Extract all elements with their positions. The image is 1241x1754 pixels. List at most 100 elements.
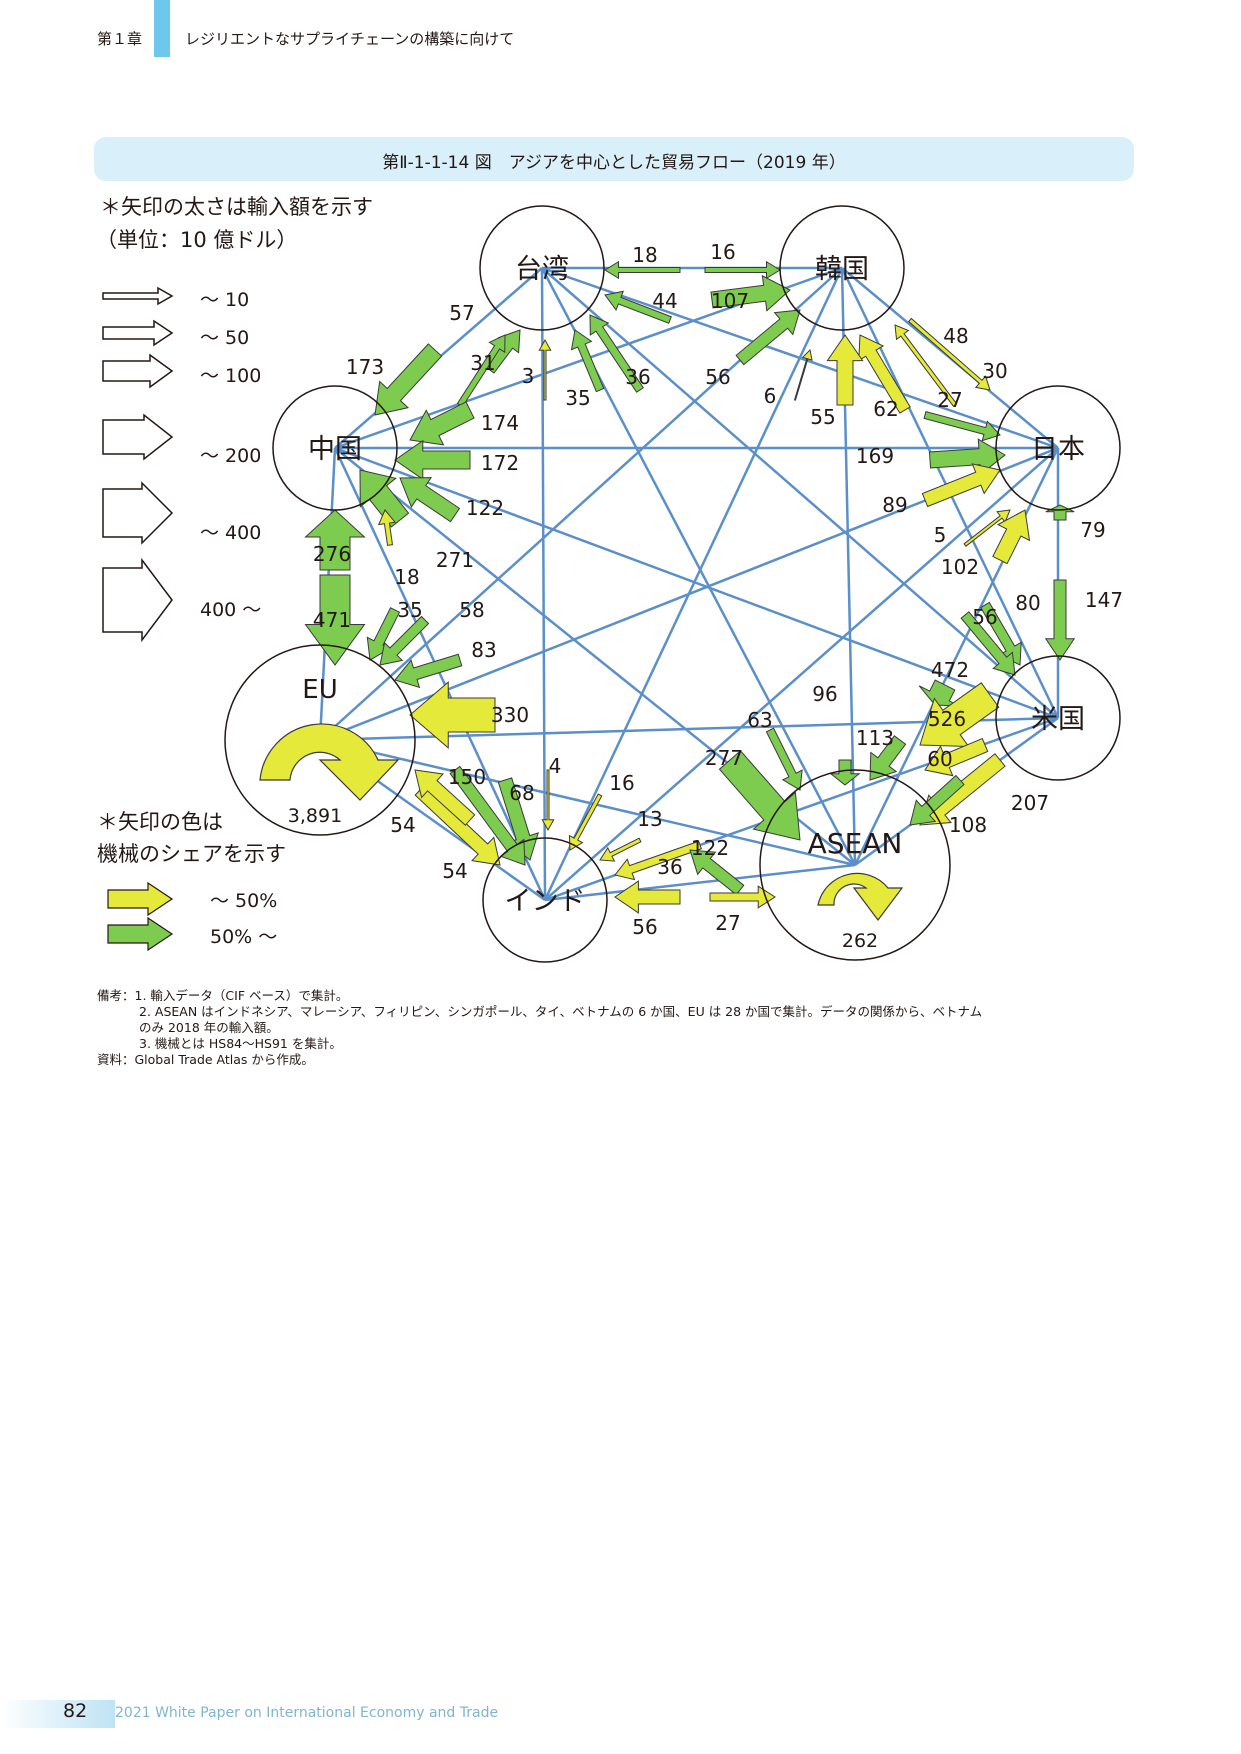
node-japan-label: 日本	[1031, 434, 1085, 465]
flow-arrow	[907, 317, 991, 391]
flow-value-label: 526	[928, 707, 966, 731]
flow-arrow	[718, 750, 801, 841]
flow-value-label: 174	[481, 411, 519, 435]
flow-value-label: 207	[1011, 791, 1049, 815]
flow-arrow	[599, 837, 642, 862]
node-taiwan-label: 台湾	[515, 254, 569, 285]
flow-value-label: 30	[982, 359, 1007, 383]
flow-value-label: 35	[565, 386, 590, 410]
legend-width-item: 400 ～	[200, 599, 262, 621]
flow-arrow	[456, 334, 506, 408]
figure-notes: 備考：1. 輸入データ（CIF ベース）で集計。 2. ASEAN はインドネシ…	[97, 988, 982, 1068]
flow-value-label: 18	[632, 243, 657, 267]
node-asean-circle	[759, 769, 951, 961]
eu-self-trade-value: 3,891	[288, 805, 342, 827]
flow-value-label: 6	[764, 384, 777, 408]
flow-arrow	[689, 849, 745, 896]
chapter-title: レジリエントなサプライチェーンの構築に向けて	[185, 30, 515, 48]
flow-arrow	[924, 737, 989, 777]
flow-arrow	[399, 477, 461, 523]
flow-arrow	[409, 681, 496, 749]
legend-color-item-low: ～ 50%	[210, 890, 278, 912]
legend-width-item: ～ 50	[200, 327, 250, 349]
legend-width-arrow	[102, 319, 174, 347]
node-china-label: 中国	[308, 434, 362, 465]
flow-arrow	[409, 401, 475, 446]
flow-value-label: 150	[448, 765, 486, 789]
flow-value-label: 54	[442, 859, 467, 883]
flow-value-label: 44	[652, 289, 677, 313]
flow-value-label: 169	[856, 444, 894, 468]
flow-value-label: 122	[691, 836, 729, 860]
flow-value-label: 3	[522, 364, 535, 388]
legend-color-subtitle: 機械のシェアを示す	[97, 842, 286, 866]
chapter-accent-bar	[154, 0, 170, 57]
footer-band	[0, 1700, 115, 1728]
footer-title: 2021 White Paper on International Econom…	[115, 1705, 499, 1721]
flow-value-label: 330	[491, 703, 529, 727]
node-india-label: インド	[505, 886, 586, 917]
flow-arrow	[414, 784, 501, 866]
flow-arrow	[614, 880, 681, 914]
flow-value-label: 68	[509, 781, 534, 805]
legend-color-arrow	[107, 916, 174, 952]
flow-arrow	[541, 769, 555, 832]
note-2-continued: のみ 2018 年の輸入額。	[139, 1020, 279, 1035]
node-korea-label: 韓国	[815, 254, 869, 285]
flow-arrow	[919, 682, 1000, 748]
flow-arrow	[394, 653, 463, 689]
flow-arrow	[923, 411, 1001, 442]
flow-value-label: 60	[927, 747, 952, 771]
flow-arrow	[826, 334, 864, 406]
legend-color-item-high: 50% ～	[210, 926, 278, 948]
network-line	[319, 738, 856, 867]
flow-arrow	[709, 885, 776, 909]
flow-arrow	[765, 727, 803, 791]
flow-arrow	[918, 679, 961, 707]
flow-arrow	[538, 338, 552, 401]
flow-arrow	[1045, 504, 1075, 521]
flow-value-label: 54	[390, 813, 415, 837]
flow-arrow	[414, 769, 476, 826]
flow-arrow	[604, 290, 672, 324]
flow-value-label: 113	[856, 726, 894, 750]
node-india-circle	[482, 837, 608, 963]
note-3: 3. 機械とは HS84～HS91 を集計。	[139, 1036, 342, 1051]
legend-width-arrow	[102, 481, 174, 545]
flow-value-label: 36	[657, 855, 682, 879]
node-us-label: 米国	[1031, 704, 1085, 735]
flow-value-label: 13	[637, 807, 662, 831]
asean-self-trade-value: 262	[842, 930, 878, 952]
network-line	[333, 447, 547, 901]
flow-arrow	[304, 574, 366, 666]
flow-value-label: 56	[632, 915, 657, 939]
flow-arrow	[992, 509, 1031, 565]
flow-arrow	[304, 509, 366, 571]
flow-arrow	[894, 324, 958, 407]
flow-arrow	[829, 759, 861, 786]
flow-arrow	[710, 274, 791, 312]
flow-arrow	[497, 777, 539, 861]
flow-value-label: 58	[459, 598, 484, 622]
page-number: 82	[63, 1700, 88, 1722]
flow-value-label: 471	[313, 608, 351, 632]
flow-value-label: 48	[943, 324, 968, 348]
legend-width-item: ～ 10	[200, 289, 250, 311]
flow-value-label: 472	[931, 658, 969, 682]
flow-arrow	[366, 607, 401, 661]
source-note: 資料：Global Trade Atlas から作成。	[97, 1052, 314, 1067]
flow-value-label: 4	[549, 754, 562, 778]
legend-width-unit: （単位：10 億ドル）	[96, 228, 298, 252]
flow-value-label: 271	[436, 548, 474, 572]
flow-value-label: 89	[882, 493, 907, 517]
legend-width-arrow	[102, 557, 173, 643]
flow-value-label: 57	[449, 301, 474, 325]
node-korea-circle	[779, 205, 905, 331]
flow-arrow	[869, 735, 907, 781]
figure-title: 第Ⅱ-1-1-14 図 アジアを中心とした貿易フロー（2019 年）	[382, 153, 846, 173]
flow-value-label: 18	[394, 565, 419, 589]
flow-arrow	[570, 329, 605, 393]
network-line	[544, 863, 856, 902]
eu-self-trade-arrow	[259, 723, 400, 801]
